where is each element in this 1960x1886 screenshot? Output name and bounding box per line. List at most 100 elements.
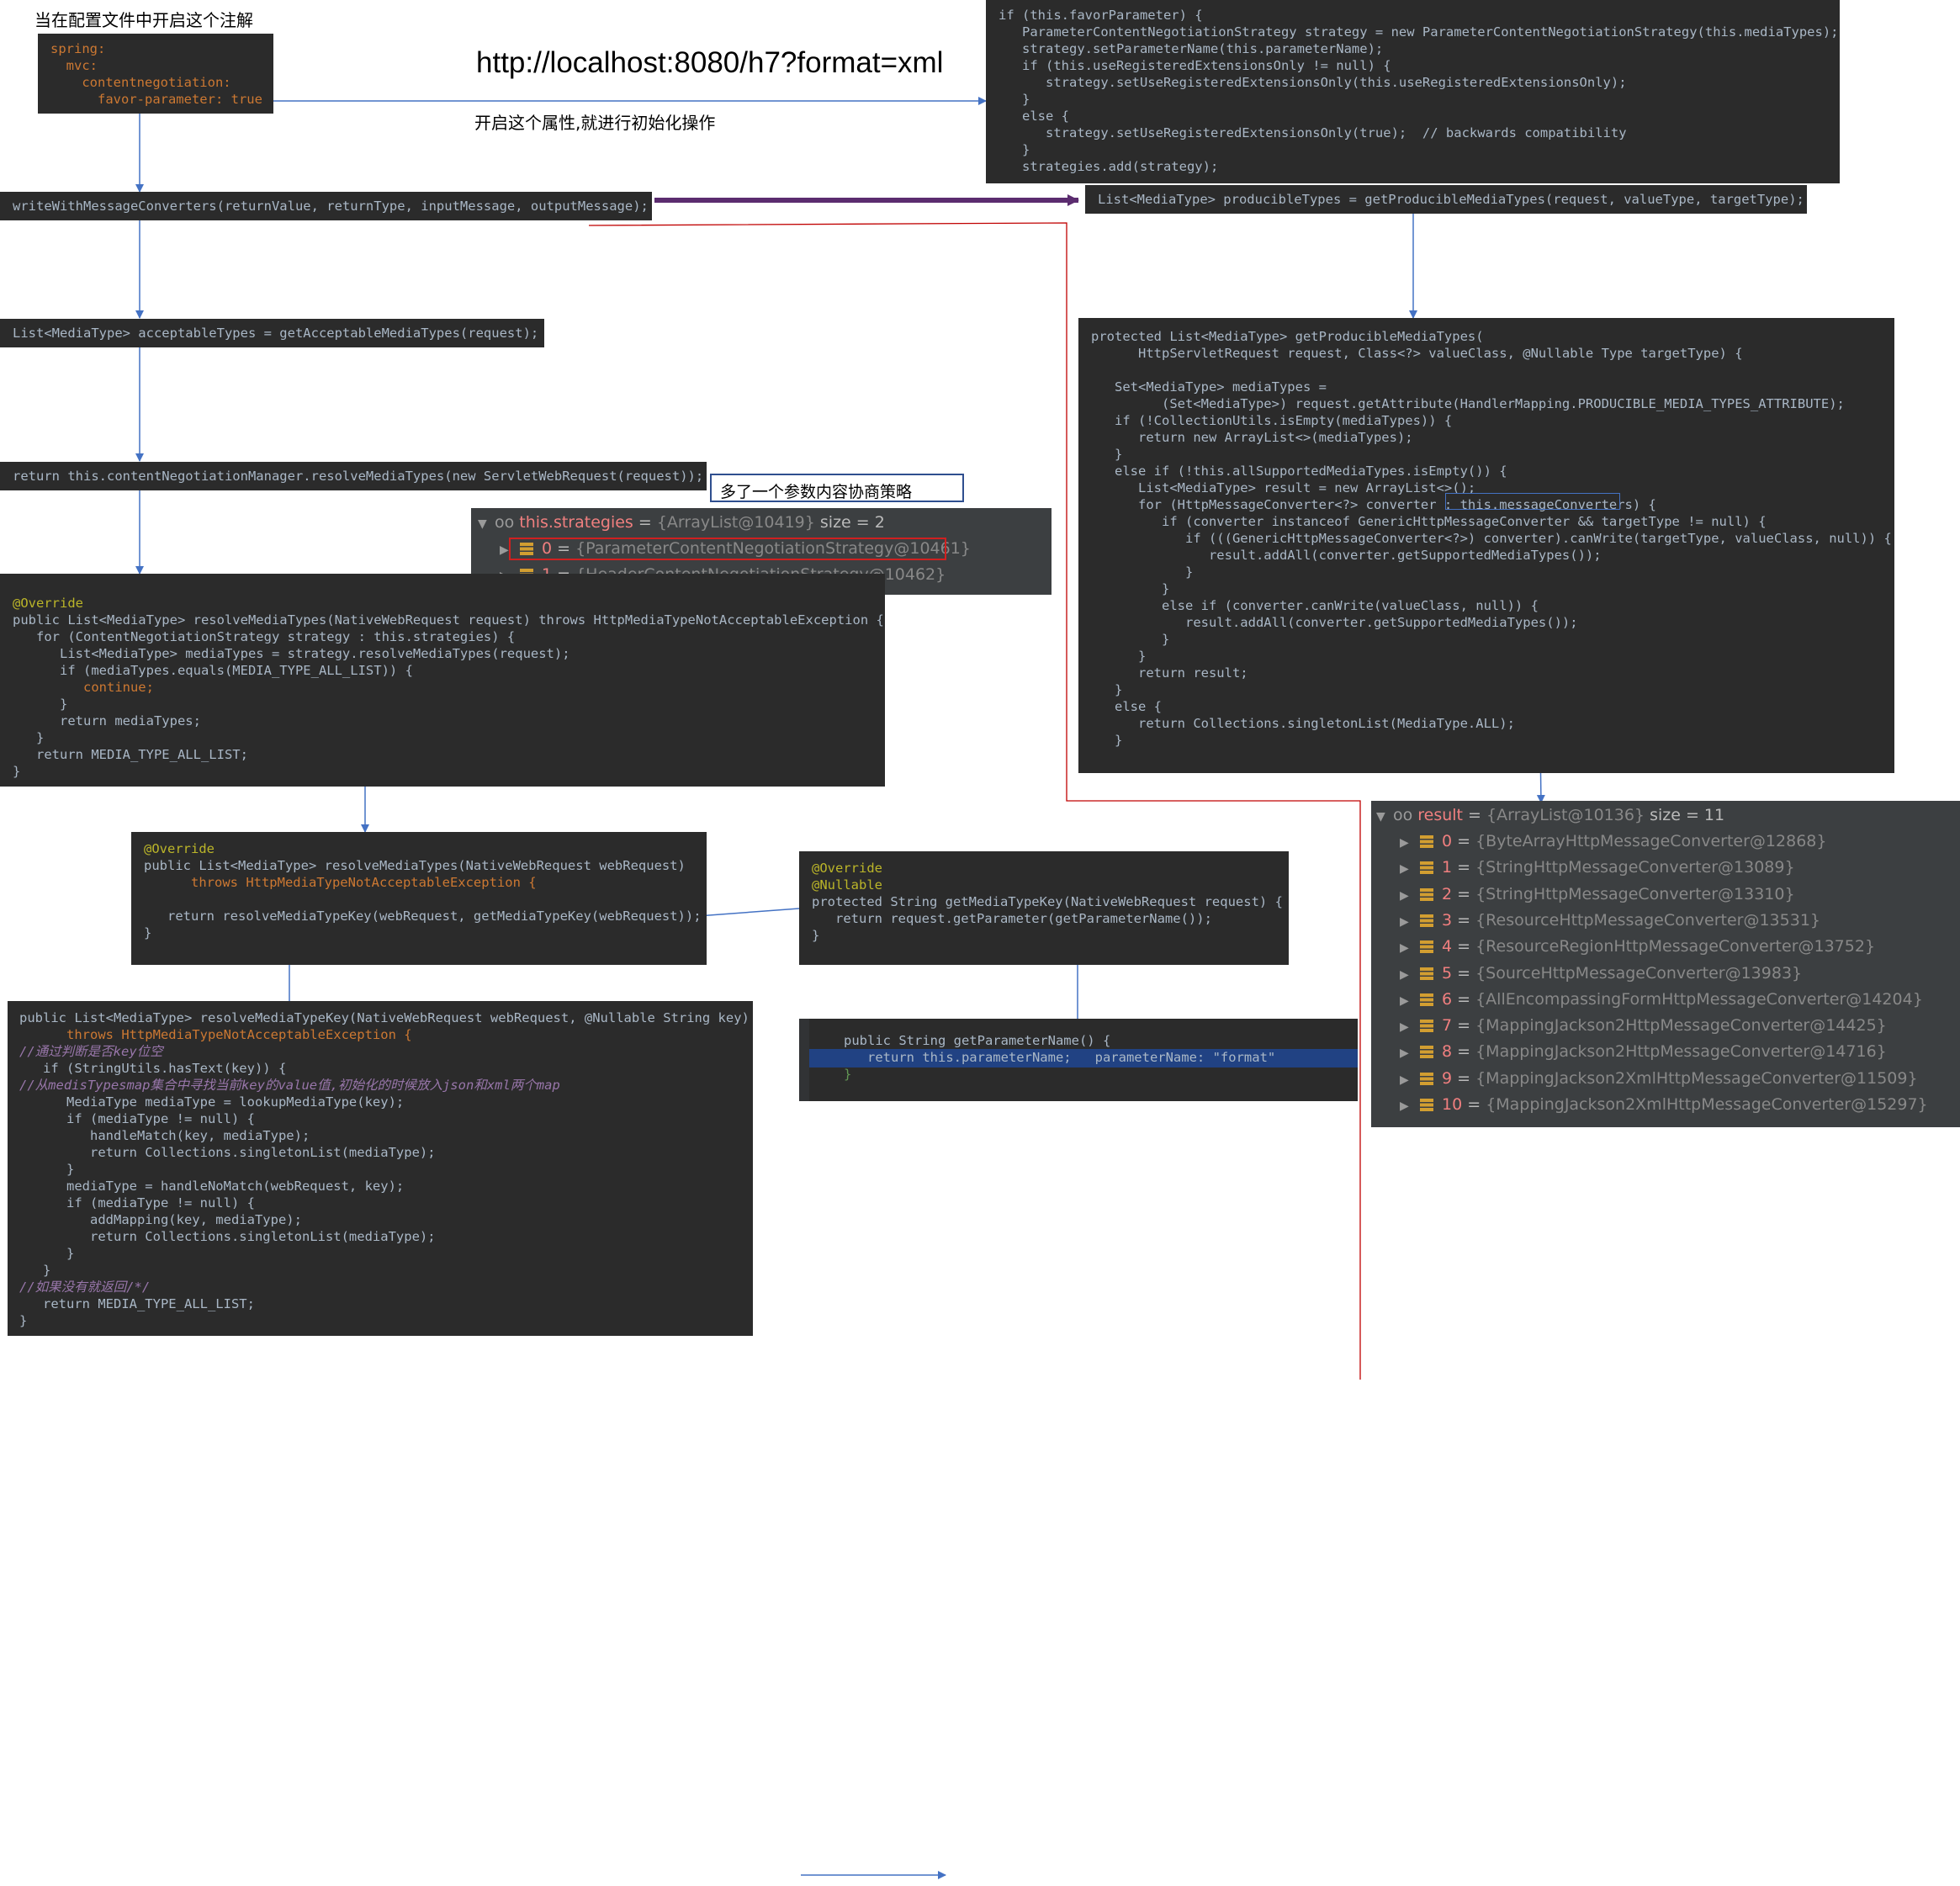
red-flow-line <box>588 222 1361 1380</box>
expand-right-icon[interactable]: ▶ <box>1400 836 1409 850</box>
code-line: return request.getParameter(getParameter… <box>812 911 1212 926</box>
code-line: } <box>1091 564 1194 580</box>
debug-item-row[interactable]: ▶0 = {ParameterContentNegotiationStrateg… <box>500 536 971 562</box>
debug-item-row[interactable]: ▶9 = {MappingJackson2XmlHttpMessageConve… <box>1400 1066 1918 1092</box>
debug-var-size: size = 11 <box>1650 806 1725 824</box>
expand-right-icon[interactable]: ▶ <box>1400 1046 1409 1061</box>
code-comment: //如果没有就返回/*/ <box>19 1279 151 1295</box>
code-line: List<MediaType> producibleTypes = getPro… <box>1098 192 1804 207</box>
yaml-code: spring: mvc: contentnegotiation: favor-p… <box>50 40 262 108</box>
producible-method-code: protected List<MediaType> getProducibleM… <box>1091 328 1892 749</box>
code-line: throws HttpMediaTypeNotAcceptableExcepti… <box>144 875 537 890</box>
code-line: for (ContentNegotiationStrategy strategy… <box>13 629 516 644</box>
code-line: return Collections.singletonList(mediaTy… <box>19 1145 436 1160</box>
field-icon <box>1420 940 1433 954</box>
code-line: Set<MediaType> mediaTypes = <box>1091 379 1327 395</box>
code-line: public List<MediaType> resolveMediaTypes… <box>144 858 686 873</box>
strategy-note-box: 多了一个参数内容协商策略 <box>710 474 964 502</box>
config-note: 当在配置文件中开启这个注解 <box>34 10 253 30</box>
code-comment: //通过判断是否key位空 <box>19 1044 163 1059</box>
code-line: } <box>1091 447 1123 462</box>
yaml-line: contentnegotiation: <box>50 75 231 90</box>
debug-item-row[interactable]: ▶1 = {StringHttpMessageConverter@13089} <box>1400 855 1795 881</box>
expand-right-icon[interactable]: ▶ <box>1400 914 1409 929</box>
debug-item-row[interactable]: ▶2 = {StringHttpMessageConverter@13310} <box>1400 882 1795 908</box>
expand-down-icon[interactable]: ▼ <box>1376 810 1385 824</box>
code-line: else if (!this.allSupportedMediaTypes.is… <box>1091 464 1507 479</box>
expand-right-icon[interactable]: ▶ <box>1400 1099 1409 1113</box>
code-line: handleMatch(key, mediaType); <box>19 1128 310 1143</box>
code-line: } <box>13 730 45 745</box>
expand-right-icon[interactable]: ▶ <box>1400 862 1409 877</box>
debug-item-row[interactable]: ▶7 = {MappingJackson2HttpMessageConverte… <box>1400 1013 1887 1039</box>
code-line: } <box>1091 682 1123 697</box>
debug-item-index: 0 <box>1442 832 1453 850</box>
code-line: } <box>844 1067 852 1082</box>
code-line: @Override <box>812 861 882 876</box>
debug-item-value: {MappingJackson2XmlHttpMessageConverter@… <box>1486 1095 1928 1114</box>
debug-item-value: {MappingJackson2HttpMessageConverter@144… <box>1475 1016 1887 1036</box>
return-resolve-code: return this.contentNegotiationManager.re… <box>13 468 703 485</box>
code-line: return MEDIA_TYPE_ALL_LIST; <box>13 747 248 762</box>
resolve-media-type-key-box: public List<MediaType> resolveMediaTypeK… <box>8 1001 753 1336</box>
expand-right-icon[interactable]: ▶ <box>1400 1020 1409 1035</box>
debug-var-name: result <box>1417 806 1464 824</box>
expand-right-icon[interactable]: ▶ <box>1400 993 1409 1008</box>
code-line: ParameterContentNegotiationStrategy stra… <box>999 24 1839 40</box>
debug-item-index: 9 <box>1442 1068 1453 1088</box>
field-icon <box>1420 993 1433 1006</box>
code-line: if (mediaType != null) { <box>19 1195 255 1211</box>
expand-right-icon[interactable]: ▶ <box>1400 1073 1409 1087</box>
yaml-line: favor-parameter: true <box>50 92 262 107</box>
debug-item-row[interactable]: ▶6 = {AllEncompassingFormHttpMessageConv… <box>1400 987 1923 1013</box>
acceptable-types-box: List<MediaType> acceptableTypes = getAcc… <box>0 319 544 347</box>
field-icon <box>1420 835 1433 848</box>
debug-item-row[interactable]: ▶3 = {ResourceHttpMessageConverter@13531… <box>1400 908 1820 934</box>
expand-right-icon[interactable]: ▶ <box>500 543 509 557</box>
field-icon <box>1420 1020 1433 1033</box>
field-icon <box>1420 887 1433 901</box>
expand-right-icon[interactable]: ▶ <box>1400 941 1409 956</box>
debug-item-value: {ResourceRegionHttpMessageConverter@1375… <box>1475 937 1876 956</box>
field-icon <box>520 543 533 555</box>
debug-item-row[interactable]: ▶4 = {ResourceRegionHttpMessageConverter… <box>1400 934 1875 960</box>
field-icon <box>1420 861 1433 875</box>
debug-item-row[interactable]: ▶0 = {ByteArrayHttpMessageConverter@1286… <box>1400 829 1826 855</box>
code-line: protected String getMediaTypeKey(NativeW… <box>812 894 1283 909</box>
code-line: else { <box>999 109 1069 124</box>
code-line: } <box>999 142 1030 157</box>
code-line: List<MediaType> result = new ArrayList<>… <box>1091 480 1476 495</box>
code-line: MediaType mediaType = lookupMediaType(ke… <box>19 1094 405 1110</box>
debug-item-row[interactable]: ▶8 = {MappingJackson2HttpMessageConverte… <box>1400 1039 1887 1065</box>
code-line: @Override <box>144 841 215 856</box>
code-line: } <box>19 1313 28 1328</box>
code-line: } <box>19 1263 51 1278</box>
expand-right-icon[interactable]: ▶ <box>1400 967 1409 982</box>
code-line: if (((GenericHttpMessageConverter<?>) co… <box>1091 531 1892 546</box>
debug-item-index: 5 <box>1442 963 1453 983</box>
code-line: for (HttpMessageConverter<?> converter :… <box>1091 497 1656 512</box>
field-icon <box>1420 1072 1433 1085</box>
expand-down-icon[interactable]: ▼ <box>478 517 487 531</box>
debug-item-row[interactable]: ▶5 = {SourceHttpMessageConverter@13983} <box>1400 961 1802 987</box>
code-line: throws HttpMediaTypeNotAcceptableExcepti… <box>19 1027 412 1042</box>
field-icon <box>1420 967 1433 980</box>
code-line: return new ArrayList<>(mediaTypes); <box>1091 430 1413 445</box>
code-line: return resolveMediaTypeKey(webRequest, g… <box>144 909 702 924</box>
selected-line <box>809 1049 1358 1067</box>
code-line: return result; <box>1091 665 1248 681</box>
resolve-param-box: @Override public List<MediaType> resolve… <box>131 832 707 965</box>
field-icon <box>1420 1099 1433 1111</box>
field-icon <box>1420 1046 1433 1059</box>
code-line: strategy.setUseRegisteredExtensionsOnly(… <box>999 125 1627 140</box>
expand-right-icon[interactable]: ▶ <box>1400 888 1409 903</box>
code-line: } <box>13 697 68 712</box>
code-line: } <box>13 764 21 779</box>
return-resolve-box: return this.contentNegotiationManager.re… <box>0 462 707 490</box>
debug-item-row[interactable]: ▶10 = {MappingJackson2XmlHttpMessageConv… <box>1400 1092 1928 1118</box>
yaml-line: mvc: <box>50 58 98 73</box>
code-line: return Collections.singletonList(mediaTy… <box>19 1229 436 1244</box>
